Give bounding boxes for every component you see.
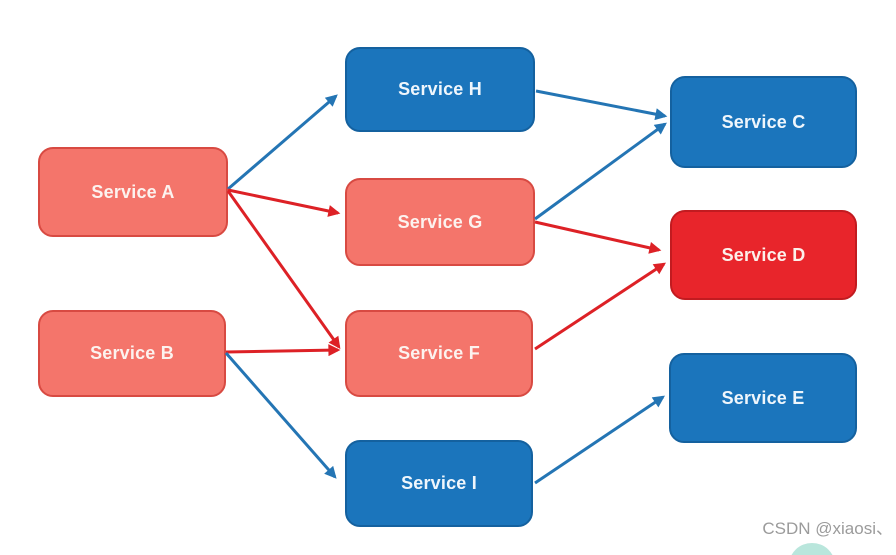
node-service-i: Service I: [345, 440, 533, 527]
node-service-g: Service G: [345, 178, 535, 266]
node-label-service-d: Service D: [721, 244, 806, 265]
node-service-e: Service E: [669, 353, 857, 443]
node-label-service-e: Service E: [721, 387, 805, 408]
node-label-service-b: Service B: [90, 343, 174, 363]
node-service-c: Service C: [670, 76, 857, 168]
node-service-b: Service B: [38, 310, 226, 397]
node-label-service-i: Service I: [401, 473, 477, 493]
node-service-a: Service A: [38, 147, 228, 237]
node-label-service-f: Service F: [398, 343, 480, 363]
node-service-f: Service F: [345, 310, 533, 397]
node-label-service-h: Service H: [398, 79, 482, 99]
node-label-service-c: Service C: [721, 111, 806, 132]
node-service-h: Service H: [345, 47, 535, 132]
node-label-service-a: Service A: [91, 181, 175, 202]
node-service-d: Service D: [670, 210, 857, 300]
node-label-service-g: Service G: [397, 211, 483, 232]
watermark-avatar-circle: [789, 543, 835, 555]
watermark-text: CSDN @xiaosi、: [762, 519, 893, 538]
